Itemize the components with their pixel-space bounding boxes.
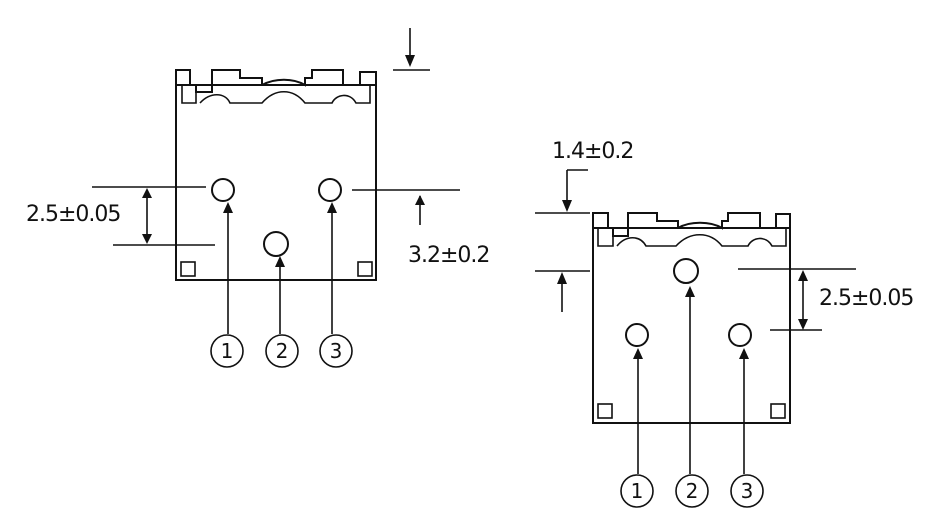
right-corner-pad-left (597, 403, 613, 419)
left-pin-hole-2 (263, 231, 289, 257)
right-pin-label-2: 2 (686, 479, 699, 503)
left-corner-pad-left (180, 261, 196, 277)
left-height-dimension: 3.2±0.2 (408, 243, 489, 268)
right-top-profile (592, 212, 791, 237)
left-top-inner (181, 85, 371, 104)
right-pin-label-1: 1 (631, 479, 644, 503)
right-pitch-dimension: 2.5±0.05 (819, 286, 913, 311)
right-pin-hole-2 (673, 258, 699, 284)
left-pitch-dimension: 2.5±0.05 (26, 202, 120, 227)
left-pin-label-3: 3 (330, 339, 343, 363)
right-top-offset-dimension: 1.4±0.2 (552, 139, 633, 164)
right-pin-label-3: 3 (741, 479, 754, 503)
right-pin-hole-1 (625, 323, 649, 347)
left-pin-hole-1 (211, 178, 235, 202)
left-pin-label-2: 2 (276, 339, 289, 363)
left-pin-label-1: 1 (221, 339, 234, 363)
right-corner-pad-right (770, 403, 786, 419)
left-corner-pad-right (357, 261, 373, 277)
left-pin-hole-3 (318, 178, 342, 202)
right-pin-hole-3 (728, 323, 752, 347)
left-component-body (175, 84, 377, 281)
left-top-profile (175, 69, 377, 93)
right-top-inner (597, 228, 787, 247)
right-component-body (592, 227, 791, 424)
left-component-view: 2.5±0.05 3.2±0.2 1 2 3 (26, 28, 490, 368)
right-component-view: 1.4±0.2 2.5±0.05 1 2 3 (535, 139, 914, 508)
